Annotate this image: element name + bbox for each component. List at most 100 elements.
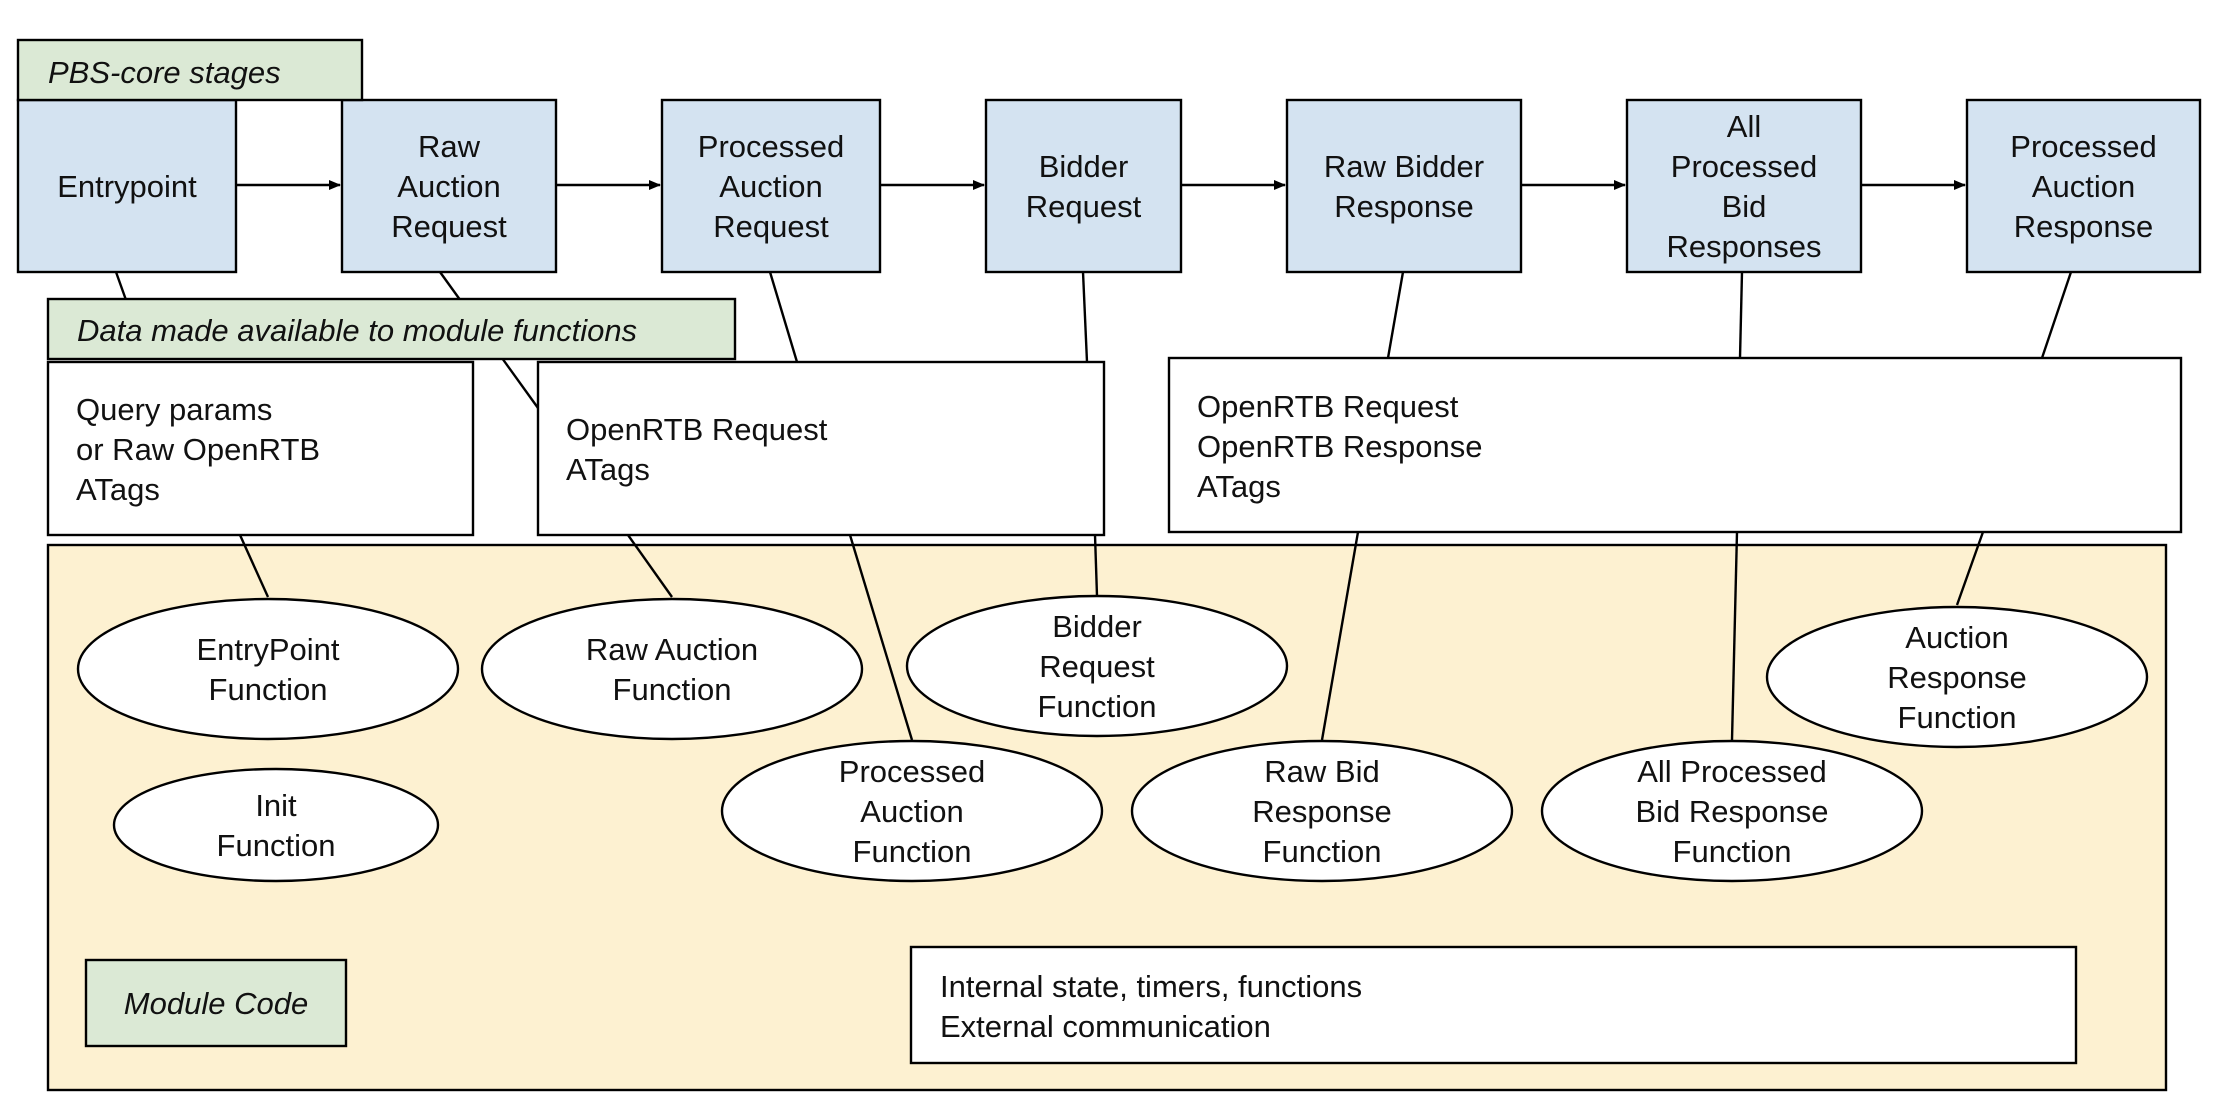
stage-box: [16, 98, 238, 274]
connector-entrypoint-data: [114, 271, 128, 301]
function-label-line: Function: [1038, 689, 1157, 724]
function-ellipse: [720, 739, 1104, 883]
function-ellipse: [480, 597, 864, 741]
connector-data-processed-auction-function: [848, 534, 914, 741]
pbs-core-stages: EntrypointRawAuctionRequestProcessedAuct…: [16, 98, 2202, 274]
connector-raw-bidder-response-data: [1386, 271, 1405, 359]
stage-label-line: Raw Bidder: [1324, 149, 1484, 184]
stage-label-line: Response: [2014, 209, 2154, 244]
stage-label-line: Processed: [698, 129, 844, 164]
stage-entrypoint: Entrypoint: [16, 98, 238, 274]
stage-label-line: Auction: [397, 169, 500, 204]
connector-data-raw-auction-function: [627, 534, 673, 598]
internal-state-line: External communication: [940, 1009, 1271, 1044]
data-box-line: ATags: [566, 452, 650, 487]
stage-label-line: Request: [1026, 189, 1142, 224]
connector-data-raw-bid-response-function: [1320, 531, 1360, 741]
stage-box: [340, 98, 558, 274]
stage-box: [984, 98, 1183, 274]
stages-tag-label: PBS-core stages: [48, 55, 281, 90]
function-label-line: Function: [613, 672, 732, 707]
stage-label-line: Processed: [1671, 149, 1817, 184]
data-box-line: OpenRTB Request: [1197, 389, 1459, 424]
data-boxes: Query params or Raw OpenRTBATagsOpenRTB …: [46, 356, 2183, 537]
stage-box: [660, 98, 882, 274]
connector-processed-auction-response-data: [2040, 271, 2073, 359]
connector-lines: [114, 271, 2073, 741]
stage-label-line: Request: [713, 209, 829, 244]
connector-processed-auction-data: [768, 271, 799, 363]
module-tag: Module Code: [84, 958, 348, 1048]
function-label-line: Function: [209, 672, 328, 707]
data-box-frame: [536, 360, 1106, 537]
function-ellipse: [1540, 739, 1924, 883]
stage-label-line: Entrypoint: [57, 169, 197, 204]
function-label-line: Function: [853, 834, 972, 869]
internal-state-line: Internal state, timers, functions: [940, 969, 1362, 1004]
stage-label-line: Response: [1334, 189, 1474, 224]
function-label-line: Auction: [860, 794, 963, 829]
function-label-line: EntryPoint: [196, 632, 339, 667]
connector-all-processed-data: [1738, 271, 1744, 359]
data-box-line: OpenRTB Request: [566, 412, 828, 447]
function-label-line: Processed: [839, 754, 985, 789]
stages-tag: PBS-core stages: [16, 38, 364, 102]
function-label-line: Function: [1673, 834, 1792, 869]
stage-box: [1625, 98, 1863, 274]
data-box-line: ATags: [1197, 469, 1281, 504]
function-label-line: Raw Bid: [1264, 754, 1379, 789]
module-tag-label: Module Code: [124, 986, 308, 1021]
data-box-frame: [1167, 356, 2183, 534]
function-label-line: Request: [1039, 649, 1155, 684]
function-label-line: Bidder: [1052, 609, 1142, 644]
function-ellipse: [1130, 739, 1514, 883]
data-box-line: or Raw OpenRTB: [76, 432, 320, 467]
data-box-frame: [46, 360, 475, 537]
stage-box: [1965, 98, 2202, 274]
connector-data-bidder-request-function: [1093, 534, 1099, 597]
function-label-line: All Processed: [1637, 754, 1827, 789]
data-tag-label: Data made available to module functions: [77, 313, 637, 348]
internal-state-box: Internal state, timers, functionsExterna…: [909, 945, 2078, 1065]
stage-label-line: Request: [391, 209, 507, 244]
stage-label-line: Bidder: [1039, 149, 1129, 184]
function-ellipse: [1765, 605, 2149, 749]
data-box-line: ATags: [76, 472, 160, 507]
function-label-line: Response: [1252, 794, 1392, 829]
data-box-line: Query params: [76, 392, 272, 427]
function-label-line: Function: [1898, 700, 2017, 735]
connector-data-auction-response-function: [1955, 531, 1985, 606]
function-ellipse: [905, 594, 1289, 738]
function-ellipse: [112, 767, 440, 883]
stage-label-line: Auction: [719, 169, 822, 204]
data-tag: Data made available to module functions: [46, 297, 737, 361]
stage-label-line: Processed: [2010, 129, 2156, 164]
data-box-entry-data: Query params or Raw OpenRTB ATags: [46, 360, 475, 537]
function-label-line: Bid Response: [1635, 794, 1828, 829]
stage-box: [1285, 98, 1523, 274]
function-label-line: Function: [1263, 834, 1382, 869]
function-label-line: Raw Auction: [586, 632, 758, 667]
connector-data-all-processed-function: [1730, 531, 1739, 741]
stage-label-line: Raw: [418, 129, 481, 164]
function-label-line: Response: [1887, 660, 2027, 695]
stage-label-line: Responses: [1666, 229, 1821, 264]
connector-data-entrypoint-function: [238, 534, 270, 598]
function-label-line: Init: [255, 788, 297, 823]
internal-state-text: Internal state, timers, functionsExterna…: [940, 969, 1362, 1044]
stage-label-line: Bid: [1722, 189, 1767, 224]
